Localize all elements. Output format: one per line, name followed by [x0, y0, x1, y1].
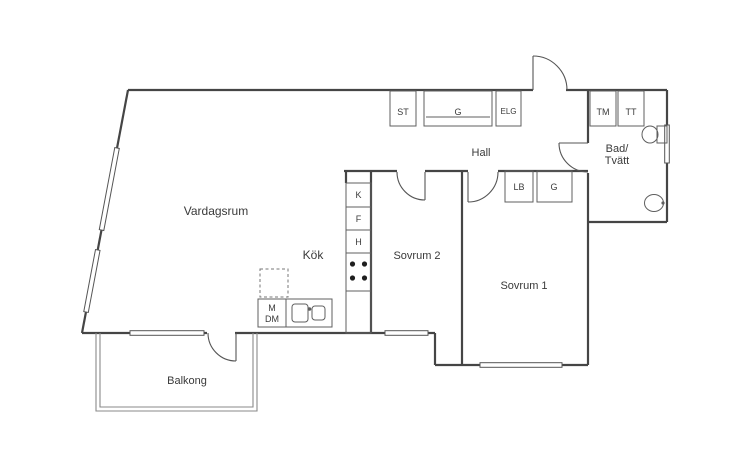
bathroom-door-swing [558, 142, 589, 173]
label-frys: F [356, 214, 362, 224]
label-dm: DM [265, 314, 279, 324]
balcony-door-swing [207, 332, 237, 362]
window-bathroom [664, 124, 670, 164]
kitchen-tall-units [345, 182, 372, 334]
label-tt: TT [626, 107, 637, 117]
label-kyl: K [355, 190, 361, 200]
sink-basin [291, 303, 309, 323]
washing-machine [589, 90, 617, 127]
laundry [589, 90, 645, 127]
window-sovrum1 [479, 362, 563, 368]
closet-g-sovrum1 [536, 170, 573, 203]
label-tm: TM [597, 107, 610, 117]
washbasin-faucet [661, 201, 665, 205]
room-label-vardagsrum: Vardagsrum [184, 204, 248, 218]
stove-burner-1 [349, 261, 356, 267]
walls [80, 88, 669, 367]
window-sovrum2 [384, 330, 429, 336]
label-g-hall: G [454, 107, 461, 117]
toilet-tank [656, 125, 668, 144]
closet-g-hall [423, 90, 493, 127]
sovrum1-door-swing [467, 171, 499, 203]
sink-drainer [311, 305, 326, 321]
closet-lb [504, 170, 534, 203]
sink-faucet [307, 307, 312, 311]
closet-st [389, 90, 417, 127]
room-label-bad-line2: Tvätt [605, 155, 629, 167]
stove-burner-3 [349, 275, 356, 281]
windows [83, 124, 670, 368]
room-label-kok: Kök [303, 248, 325, 262]
room-label-hall: Hall [472, 147, 491, 159]
labels: Vardagsrum Kök Sovrum 2 Sovrum 1 Hall Ba… [167, 107, 637, 387]
label-hogskap: H [355, 237, 362, 247]
balcony-outline [95, 333, 258, 412]
stove-burner-2 [361, 261, 368, 267]
bathroom-fixtures [641, 125, 668, 212]
window-living-left-lower [83, 248, 101, 314]
entry-door-swing [532, 55, 568, 91]
label-g-sovrum1: G [550, 182, 557, 192]
room-label-balkong: Balkong [167, 375, 207, 387]
kitchen-fixtures [257, 182, 372, 334]
closet-elg [495, 90, 522, 127]
sovrum2-door-swing [396, 171, 426, 201]
undercounter-appliance-dashed [259, 268, 289, 298]
closets [389, 90, 573, 203]
room-label-sovrum1: Sovrum 1 [500, 280, 547, 292]
dryer [617, 90, 645, 127]
kitchen-counter [257, 298, 333, 328]
window-living-left-upper [98, 147, 120, 232]
room-label-bad-line1: Bad/ [606, 143, 630, 155]
doors [207, 55, 589, 362]
stove-burner-4 [361, 275, 368, 281]
window-living-bottom [129, 330, 205, 336]
toilet-bowl-icon [641, 125, 659, 144]
label-elg: ELG [500, 107, 516, 116]
balcony-railing-inner [99, 333, 254, 408]
label-m: M [268, 303, 276, 313]
label-lb: LB [513, 182, 524, 192]
room-label-sovrum2: Sovrum 2 [393, 250, 440, 262]
balcony-railing-outer [95, 333, 258, 412]
label-st: ST [397, 107, 409, 117]
washbasin-icon [644, 194, 664, 212]
